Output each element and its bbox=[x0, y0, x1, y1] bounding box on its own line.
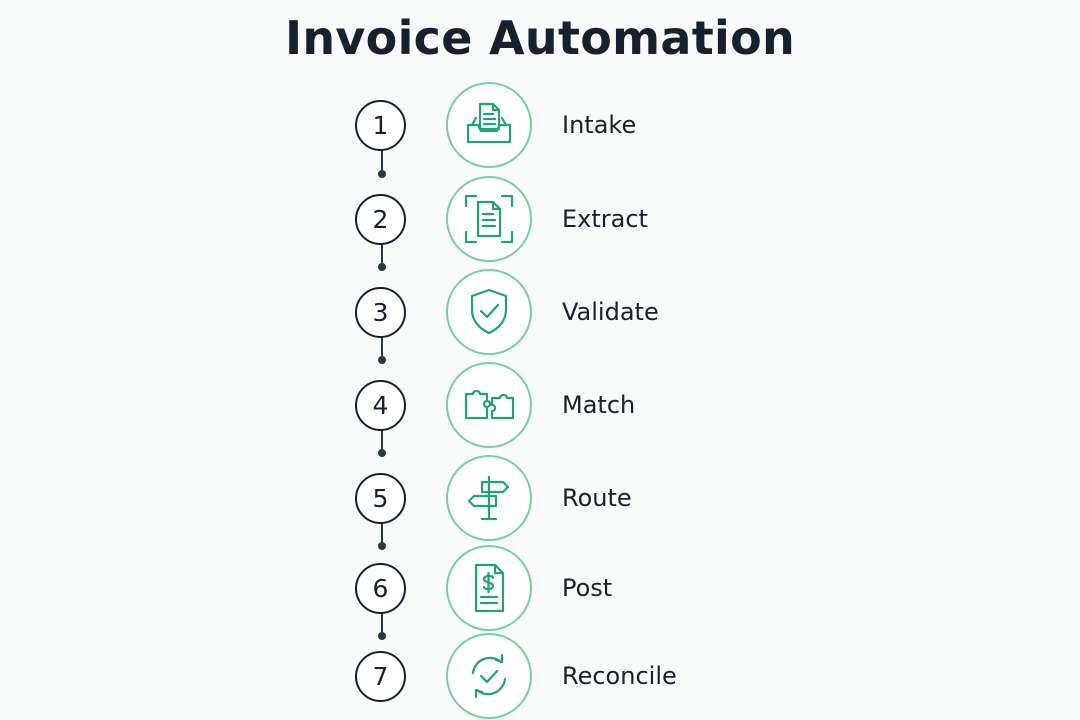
step-match: 4 Match bbox=[0, 362, 1080, 452]
connector-3-4 bbox=[381, 336, 383, 358]
connector-4-5 bbox=[381, 429, 383, 451]
shield-check-icon bbox=[446, 269, 532, 355]
inbox-document-icon bbox=[446, 82, 532, 168]
step-label: Intake bbox=[562, 111, 637, 139]
step-label: Validate bbox=[562, 298, 659, 326]
step-post: 6 Post bbox=[0, 545, 1080, 635]
step-number: 2 bbox=[355, 194, 406, 245]
connector-dot-2-3 bbox=[378, 263, 386, 271]
step-number: 1 bbox=[355, 100, 406, 151]
page-title: Invoice Automation bbox=[284, 11, 796, 65]
connector-5-6 bbox=[381, 522, 383, 544]
connector-dot-5-6 bbox=[378, 542, 386, 550]
step-label: Post bbox=[562, 574, 613, 602]
connector-dot-4-5 bbox=[378, 449, 386, 457]
step-number: 4 bbox=[355, 380, 406, 431]
step-label: Route bbox=[562, 484, 632, 512]
step-label: Match bbox=[562, 391, 636, 419]
step-route: 5 Route bbox=[0, 455, 1080, 545]
step-number: 5 bbox=[355, 473, 406, 524]
step-number: 6 bbox=[355, 563, 406, 614]
step-reconcile: 7 Reconcile bbox=[0, 633, 1080, 720]
step-extract: 2 Extract bbox=[0, 176, 1080, 266]
connector-2-3 bbox=[381, 243, 383, 265]
connector-6-7 bbox=[381, 612, 383, 634]
step-label: Extract bbox=[562, 205, 648, 233]
step-validate: 3 Validate bbox=[0, 269, 1080, 359]
step-number: 3 bbox=[355, 287, 406, 338]
step-intake: 1 Intake bbox=[0, 82, 1080, 172]
signpost-icon bbox=[446, 455, 532, 541]
connector-dot-3-4 bbox=[378, 356, 386, 364]
connector-dot-6-7 bbox=[378, 632, 386, 640]
refresh-check-icon bbox=[446, 633, 532, 719]
step-label: Reconcile bbox=[562, 662, 677, 690]
dollar-document-icon bbox=[446, 545, 532, 631]
connector-1-2 bbox=[381, 150, 383, 172]
step-number: 7 bbox=[355, 651, 406, 702]
document-scan-icon bbox=[446, 176, 532, 262]
connector-dot-1-2 bbox=[378, 170, 386, 178]
puzzle-pieces-icon bbox=[446, 362, 532, 448]
